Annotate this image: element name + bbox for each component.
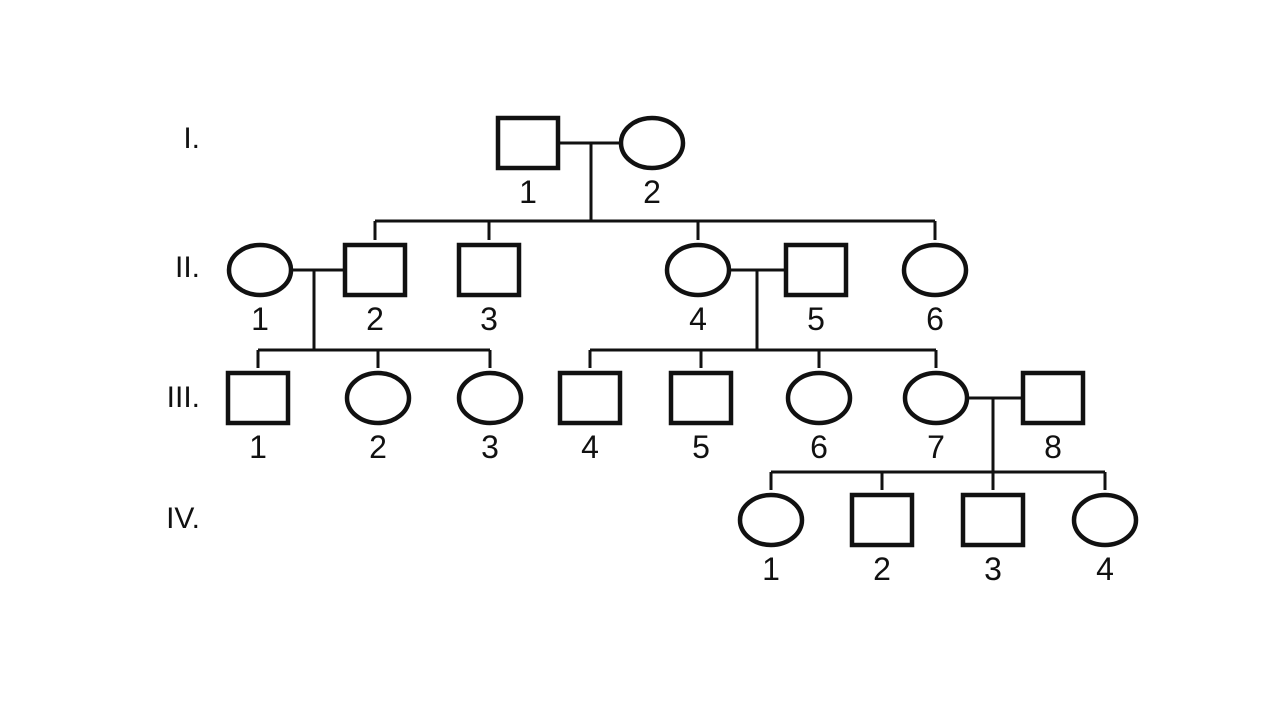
individual-number-II-3: 3 [480,301,498,337]
individual-IV-2 [849,492,915,548]
affected-male-square [668,370,734,426]
individual-II-1 [226,242,294,298]
affected-female-circle [902,370,970,426]
individual-number-II-5: 5 [807,301,825,337]
unaffected-female-circle [901,242,969,298]
individual-III-7 [902,370,970,426]
individual-III-5 [668,370,734,426]
individual-number-III-8: 8 [1044,429,1062,465]
affected-male-square [960,492,1026,548]
individual-II-6 [901,242,969,298]
carrier-female-circle [785,370,853,426]
individual-number-III-5: 5 [692,429,710,465]
individual-number-I-2: 2 [643,174,661,210]
individual-IV-3 [960,492,1026,548]
generation-label-III: III. [167,381,200,414]
individual-I-2 [618,115,686,171]
individual-II-5 [783,242,849,298]
individual-III-1 [225,370,291,426]
individual-number-II-6: 6 [926,301,944,337]
individual-number-III-1: 1 [249,429,267,465]
individual-number-IV-1: 1 [762,551,780,587]
individual-number-III-7: 7 [927,429,945,465]
unaffected-male-square [495,115,561,171]
individual-number-IV-3: 3 [984,551,1002,587]
individual-number-II-1: 1 [251,301,269,337]
carrier-female-circle [664,242,732,298]
individuals-layer [225,115,1139,548]
individual-III-2 [344,370,412,426]
individual-number-III-3: 3 [481,429,499,465]
individual-III-8 [1020,370,1086,426]
labels-layer: I. II. III. IV. 1 2 1 2 3 4 5 6 1 2 3 4 5 6 7 8 1 2 3 4 [166,122,1114,587]
individual-III-4 [557,370,623,426]
affected-male-square [783,242,849,298]
unaffected-male-square [225,370,291,426]
unaffected-male-square [1020,370,1086,426]
affected-male-square [342,242,408,298]
generation-label-I: I. [183,122,200,155]
individual-I-1 [495,115,561,171]
carrier-female-circle [618,115,686,171]
carrier-female-circle [1071,492,1139,548]
individual-number-IV-2: 2 [873,551,891,587]
individual-IV-4 [1071,492,1139,548]
individual-number-I-1: 1 [519,174,537,210]
individual-III-3 [456,370,524,426]
unaffected-female-circle [226,242,294,298]
individual-IV-1 [737,492,805,548]
carrier-female-circle [737,492,805,548]
unaffected-male-square [557,370,623,426]
individual-III-6 [785,370,853,426]
carrier-female-circle [344,370,412,426]
individual-number-II-2: 2 [366,301,384,337]
individual-number-III-2: 2 [369,429,387,465]
generation-label-II: II. [175,251,200,284]
individual-number-II-4: 4 [689,301,707,337]
unaffected-male-square [456,242,522,298]
individual-number-III-4: 4 [581,429,599,465]
connector-lines [256,141,1107,490]
individual-number-III-6: 6 [810,429,828,465]
affected-male-square [849,492,915,548]
individual-II-3 [456,242,522,298]
carrier-female-circle [456,370,524,426]
generation-label-IV: IV. [166,502,200,535]
individual-II-2 [342,242,408,298]
individual-number-IV-4: 4 [1096,551,1114,587]
individual-II-4 [664,242,732,298]
